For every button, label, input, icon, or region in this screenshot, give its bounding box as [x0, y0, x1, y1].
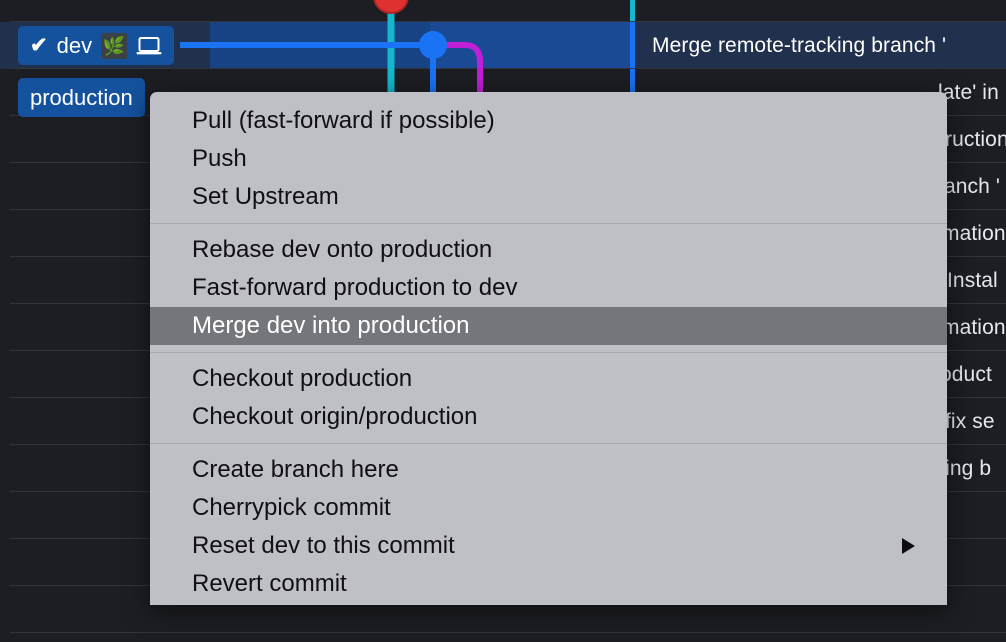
menu-item-label: Fast-forward production to dev: [192, 274, 518, 301]
menu-item-reset-dev-to-this-commit[interactable]: Reset dev to this commit: [150, 527, 947, 565]
menu-separator: [150, 352, 947, 353]
menu-item-fast-forward-production-to-dev[interactable]: Fast-forward production to dev: [150, 269, 947, 307]
menu-item-label: Pull (fast-forward if possible): [192, 107, 495, 134]
menu-item-label: Revert commit: [192, 570, 347, 597]
commit-message: anch ': [944, 175, 1000, 198]
row-divider: [10, 21, 1006, 22]
menu-item-checkout-origin-production[interactable]: Checkout origin/production: [150, 398, 947, 436]
leaf-icon: 🌿: [101, 32, 128, 59]
commit-message: mation: [942, 222, 1006, 245]
table-row[interactable]: [0, 586, 1006, 633]
selection-band: [430, 22, 635, 68]
menu-item-label: Create branch here: [192, 456, 399, 483]
branch-name-label: dev: [56, 32, 93, 58]
menu-item-label: Push: [192, 145, 247, 172]
commit-message: fix se: [945, 410, 995, 433]
menu-item-label: Checkout production: [192, 365, 413, 392]
branch-pill-dev[interactable]: ✔ dev 🌿: [18, 26, 175, 65]
selection-band-left: [210, 22, 430, 68]
menu-item-label: Set Upstream: [192, 183, 339, 210]
menu-item-set-upstream[interactable]: Set Upstream: [150, 178, 947, 216]
menu-item-pull-fast-forward-if-possible[interactable]: Pull (fast-forward if possible): [150, 102, 947, 140]
checkmark-icon: ✔: [30, 34, 48, 57]
lane-accent: [630, 22, 635, 68]
menu-item-label: Merge dev into production: [192, 312, 470, 339]
menu-item-merge-dev-into-production[interactable]: Merge dev into production: [150, 307, 947, 345]
menu-item-rebase-dev-onto-production[interactable]: Rebase dev onto production: [150, 231, 947, 269]
table-row[interactable]: Merge remote-tracking branch ': [0, 0, 1006, 22]
commit-message: Instal: [947, 269, 998, 292]
submenu-arrow-icon: [902, 538, 915, 554]
menu-item-create-branch-here[interactable]: Create branch here: [150, 451, 947, 489]
menu-item-label: Cherrypick commit: [192, 494, 391, 521]
menu-item-label: Checkout origin/production: [192, 403, 478, 430]
menu-item-push[interactable]: Push: [150, 140, 947, 178]
branch-pill-production[interactable]: production: [18, 78, 145, 117]
commit-message: Merge remote-tracking branch ': [652, 34, 947, 57]
commit-message: mation: [942, 316, 1006, 339]
commit-message: ruction: [945, 128, 1006, 151]
menu-item-label: Rebase dev onto production: [192, 236, 493, 263]
menu-item-revert-commit[interactable]: Revert commit: [150, 565, 947, 603]
menu-item-cherrypick-commit[interactable]: Cherrypick commit: [150, 489, 947, 527]
branch-name-label: production: [30, 84, 133, 110]
lane-accent: [630, 0, 635, 21]
row-divider: [10, 68, 1006, 69]
commit-message: oduct: [940, 363, 992, 386]
menu-item-label: Reset dev to this commit: [192, 532, 455, 559]
row-divider: [10, 632, 1006, 633]
menu-item-checkout-production[interactable]: Checkout production: [150, 360, 947, 398]
commit-message: late' in: [938, 81, 999, 104]
menu-separator: [150, 223, 947, 224]
commit-message: ring b: [938, 457, 992, 480]
laptop-icon: [136, 36, 162, 56]
menu-separator: [150, 443, 947, 444]
